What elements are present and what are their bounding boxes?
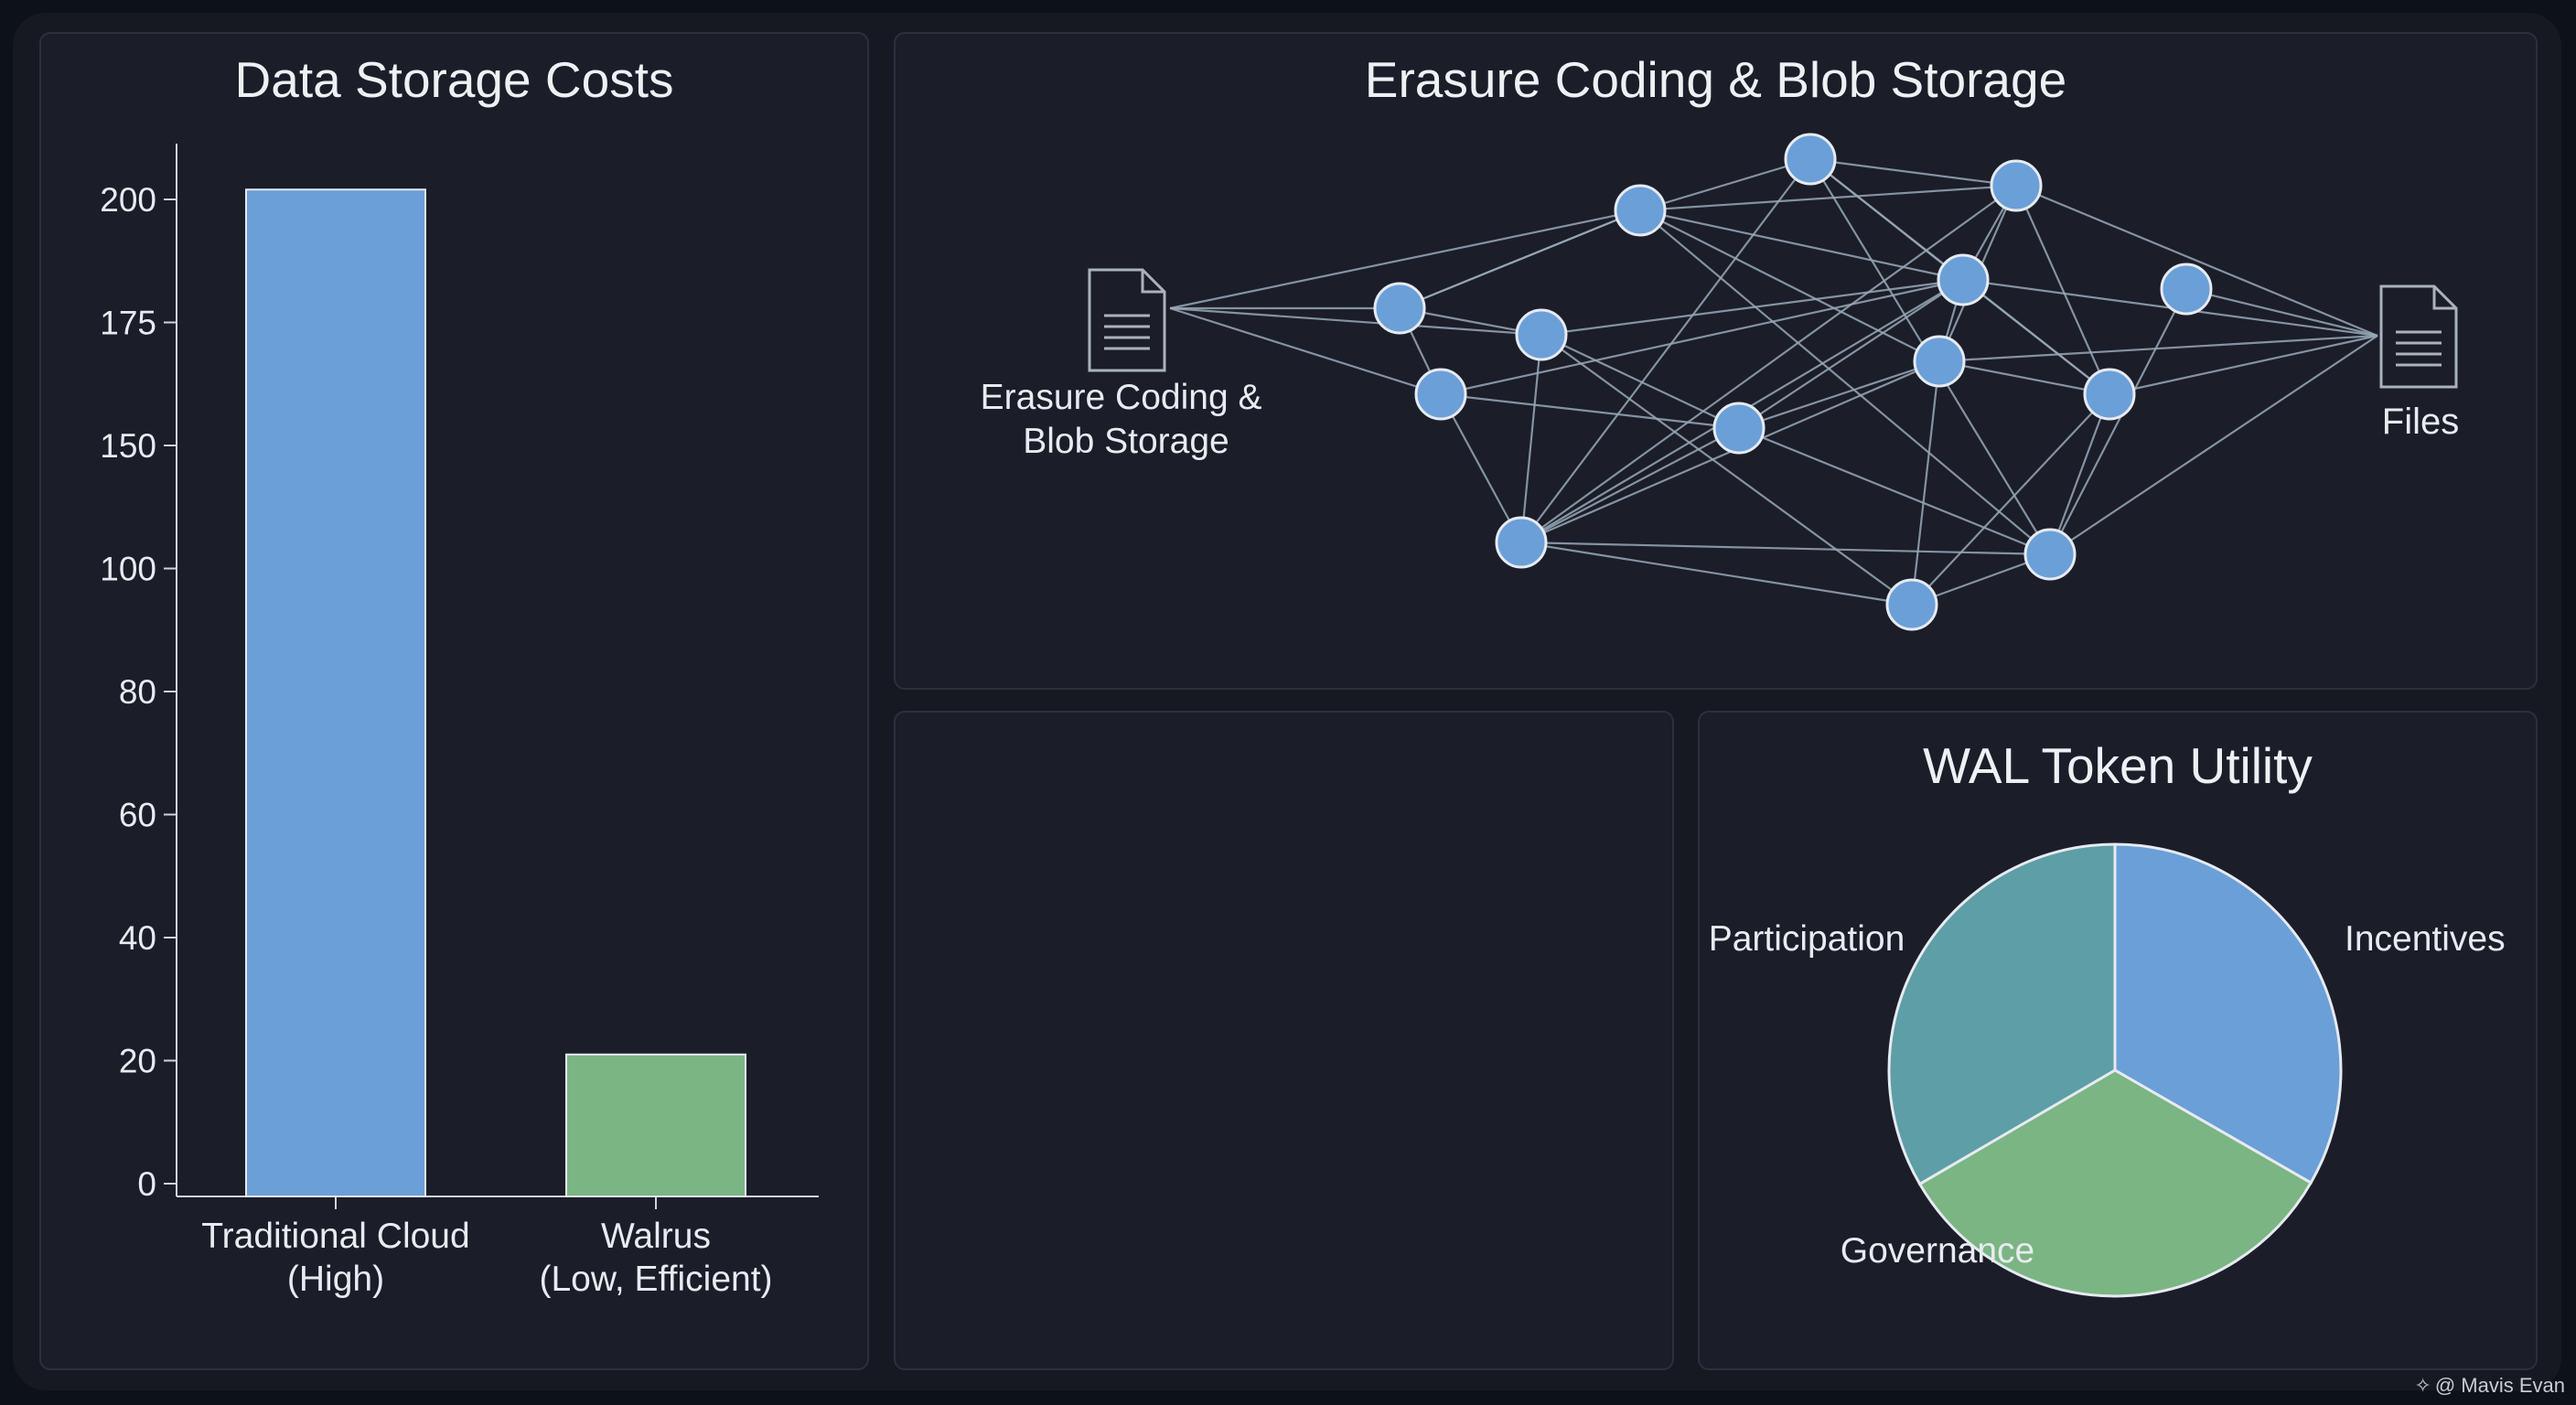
network-edge [2185, 287, 2378, 338]
network-edge [1738, 426, 2051, 556]
network-node [1937, 253, 1990, 306]
y-tick-label: 0 [137, 1165, 156, 1203]
network-edge [1399, 209, 1641, 310]
network-edge [1639, 157, 1811, 212]
erasure-coding-panel: Erasure Coding & Blob Storage Erasure Co… [894, 32, 2538, 690]
storage-costs-title: Data Storage Costs [234, 51, 674, 108]
y-tick-label: 200 [100, 181, 156, 219]
network-edge [1540, 334, 1740, 429]
y-tick-label: 80 [119, 673, 156, 711]
network-edge [2049, 335, 2378, 555]
erasure-coding-network-diagram: Erasure Coding & Blob Storage Files [981, 133, 2459, 631]
network-edge [1910, 360, 1941, 606]
network-edge [1738, 279, 1964, 429]
network-edge [1520, 427, 1740, 543]
network-edge [1639, 209, 2051, 555]
watermark-text: @ Mavis Evan [2434, 1374, 2565, 1397]
network-edge [2014, 185, 2111, 395]
network-edge [1519, 334, 1543, 543]
bar-2 [565, 1053, 746, 1198]
network-edge [1169, 306, 1542, 337]
network-node [1373, 282, 1426, 335]
x-tick-label: Traditional Cloud(High) [201, 1217, 469, 1299]
storage-costs-panel: Data Storage Costs 0 20 40 60 80 100 150 175 200… [39, 32, 869, 1370]
network-edge [1520, 158, 1811, 543]
empty-panel [894, 711, 1674, 1370]
network-edge [1938, 334, 2378, 363]
target-document-icon [2379, 284, 2458, 389]
y-tick-label: 60 [119, 797, 156, 834]
storage-costs-bar-chart: 0 20 40 60 80 100 150 175 200 Traditional Cloud(… [100, 144, 819, 1299]
y-tick-label: 40 [119, 919, 156, 957]
network-node [2023, 528, 2077, 581]
network-node [1913, 335, 1966, 388]
network-edge [1440, 278, 1964, 396]
y-tick-label: 20 [119, 1043, 156, 1080]
token-utility-title: WAL Token Utility [1923, 737, 2313, 794]
network-edge [2015, 184, 2378, 338]
network-edge [1520, 185, 2017, 543]
network-edges [1169, 157, 2378, 606]
network-edge [1540, 334, 1913, 606]
network-edge [1169, 306, 1442, 396]
erasure-coding-title: Erasure Coding & Blob Storage [1364, 51, 2067, 108]
network-edge [1639, 209, 1940, 362]
network-edge [1520, 541, 2051, 556]
network-edge [1540, 278, 1964, 337]
target-label: Files [2382, 402, 2459, 442]
network-node [1515, 308, 1568, 361]
network-edge [2048, 393, 2111, 555]
network-edge [1520, 541, 1913, 606]
pie-slice-incentives [2113, 842, 2343, 1185]
network-node [1414, 368, 1467, 421]
network-node [1712, 402, 1766, 455]
source-label: Erasure Coding & Blob Storage [981, 378, 1272, 461]
bar-1 [245, 188, 426, 1198]
network-node [1990, 159, 2043, 212]
pie-slice-participation [1887, 842, 2117, 1186]
network-node [1784, 133, 1837, 186]
network-edge [1440, 393, 1522, 543]
network-node [2160, 263, 2213, 316]
source-document-icon [1088, 268, 1166, 372]
network-edge [1639, 184, 2017, 212]
pie-slice-governance [1917, 1068, 2313, 1298]
network-edge [1911, 393, 2110, 606]
pie-label: Incentives [2345, 919, 2506, 959]
network-edge [1738, 359, 1940, 430]
y-tick-label: 150 [100, 427, 156, 465]
network-edge [1962, 279, 2110, 395]
x-tick-label: Walrus(Low, Efficient) [539, 1217, 772, 1299]
network-edge [1938, 359, 2110, 396]
network-edge [1639, 209, 1964, 282]
network-edge [2109, 334, 2378, 396]
pie-label: Governance [1841, 1231, 2034, 1271]
y-tick-label: 175 [100, 305, 156, 342]
y-tick-label: 100 [100, 551, 156, 588]
network-edge [1809, 157, 2017, 188]
network-edge [1169, 209, 1641, 310]
diamond-sparkle-icon: ✧ [2414, 1374, 2431, 1397]
network-nodes [1373, 133, 2213, 631]
network-node [2083, 368, 2136, 421]
network-edge [2049, 288, 2187, 555]
network-node [1885, 578, 1938, 631]
pie-label: Participation [1709, 919, 1905, 959]
network-node [1614, 184, 1667, 237]
network-node [1495, 516, 1548, 569]
watermark: ✧@ Mavis Evan [2414, 1374, 2565, 1398]
network-edge [1440, 392, 1740, 430]
